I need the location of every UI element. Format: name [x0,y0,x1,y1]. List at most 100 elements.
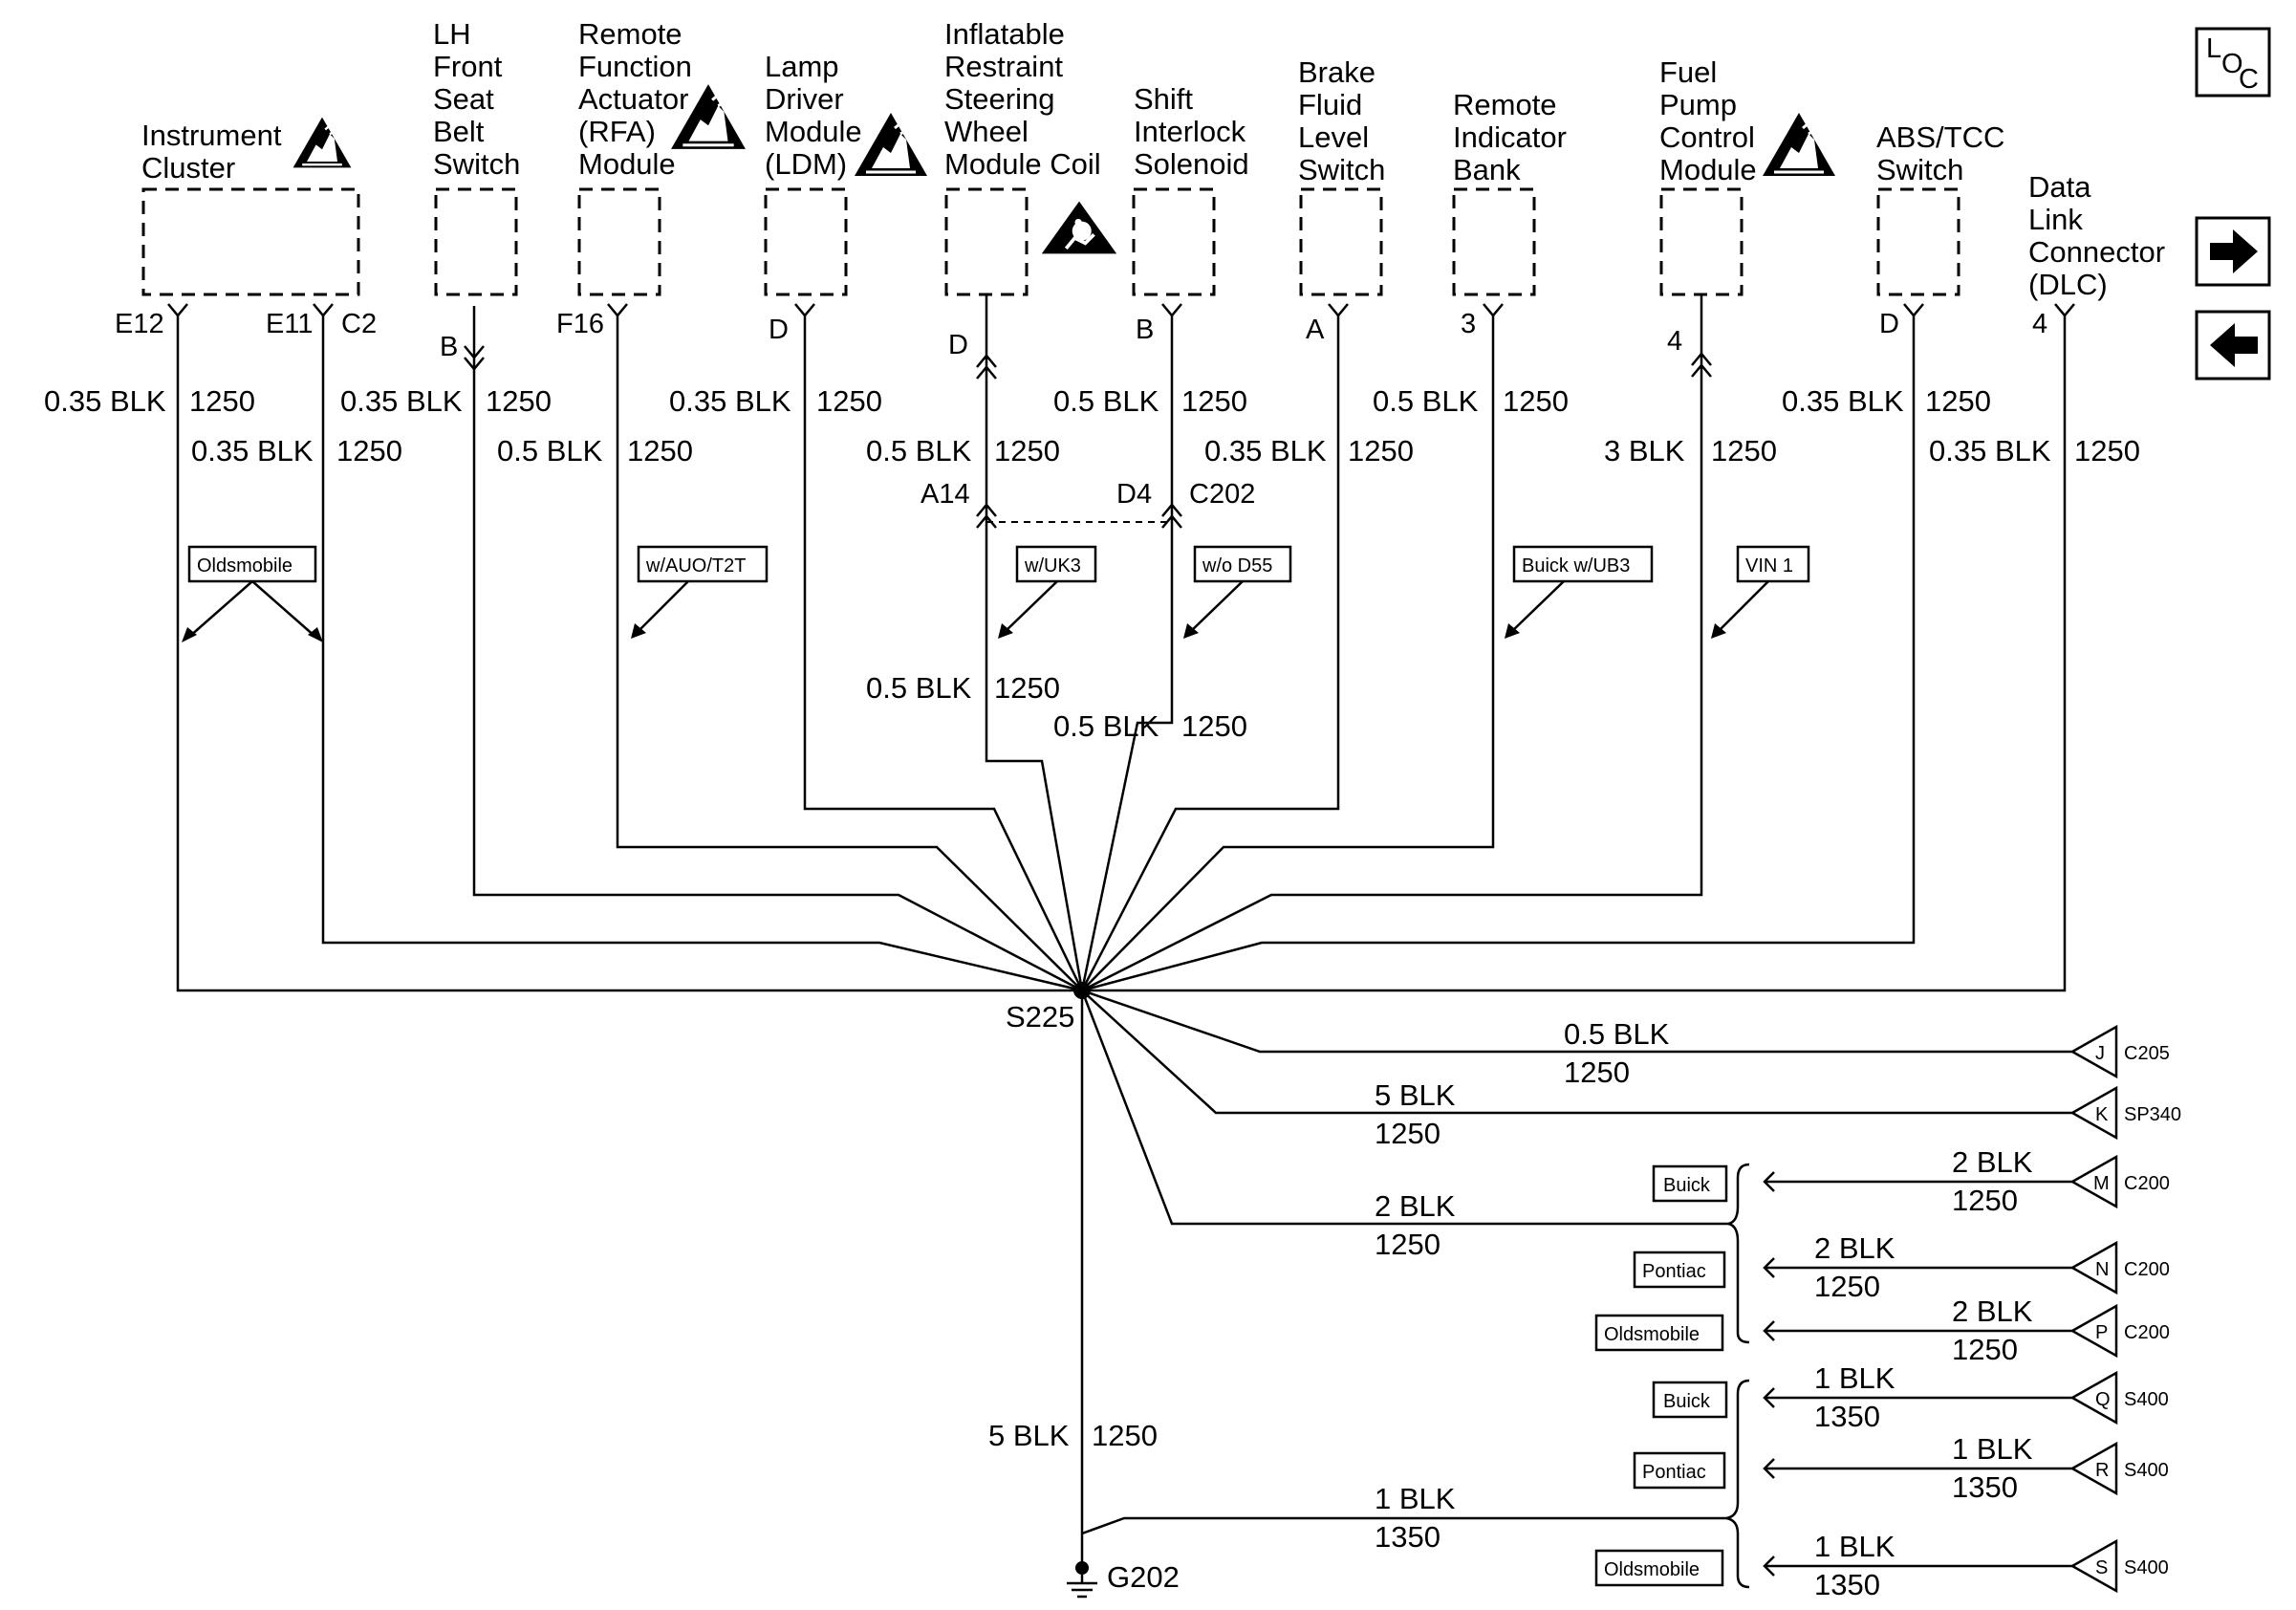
svg-text:1350: 1350 [1375,1520,1440,1554]
splice-dot [1073,982,1091,999]
svg-text:0.5 BLK: 0.5 BLK [1564,1017,1670,1051]
svg-text:5 BLK: 5 BLK [988,1419,1070,1452]
svg-text:D: D [1879,309,1899,339]
option-d55: w/o D55 [1183,545,1292,639]
svg-text:Module: Module [1659,153,1757,186]
connector-s400-s[interactable]: S S400 [2069,1538,2169,1594]
svg-text:Restraint: Restraint [944,50,1063,83]
svg-text:P: P [2095,1322,2108,1343]
svg-text:Control: Control [1659,120,1755,154]
svg-text:C: C [2239,64,2259,95]
svg-text:S400: S400 [2124,1460,2169,1481]
airbag-warning-icon [1040,199,1118,256]
svg-text:D: D [948,330,968,360]
rfa-module-label: Remote Function Actuator (RFA) Module [578,17,692,181]
option-auo: w/AUO/T2T [631,545,769,639]
svg-text:(DLC): (DLC) [2028,268,2108,301]
svg-text:ABS/TCC: ABS/TCC [1876,120,2004,154]
esd-warning-icon [292,116,353,169]
svg-text:2 BLK: 2 BLK [1952,1295,2033,1328]
svg-text:3 BLK: 3 BLK [1604,434,1685,468]
svg-text:1250: 1250 [1952,1184,2018,1217]
svg-text:0.35 BLK: 0.35 BLK [1204,434,1327,468]
svg-text:Data: Data [2028,170,2091,204]
connector-c200-n[interactable]: N C200 [2069,1240,2170,1295]
svg-text:2 BLK: 2 BLK [1952,1145,2033,1179]
svg-text:5 BLK: 5 BLK [1375,1078,1456,1112]
ground-label: G202 [1107,1560,1180,1594]
svg-text:1250: 1250 [1564,1055,1630,1089]
svg-text:Fuel: Fuel [1659,55,1717,89]
svg-text:0.35 BLK: 0.35 BLK [340,384,463,418]
svg-text:SP340: SP340 [2124,1104,2181,1125]
svg-text:Module Coil: Module Coil [944,147,1101,181]
svg-text:1 BLK: 1 BLK [1952,1432,2033,1466]
connector-s400-r[interactable]: R S400 [2069,1441,2169,1496]
svg-text:B: B [1136,315,1154,345]
svg-text:1250: 1250 [2074,434,2140,468]
svg-text:1250: 1250 [1181,384,1247,418]
esd-warning-icon [853,111,929,178]
svg-text:S: S [2095,1557,2108,1578]
svg-text:4: 4 [1667,326,1682,357]
svg-text:0.35 BLK: 0.35 BLK [669,384,791,418]
svg-text:0.35 BLK: 0.35 BLK [191,434,314,468]
svg-text:3: 3 [1461,309,1476,339]
location-button[interactable]: L O C [2195,27,2271,98]
svg-text:Remote: Remote [1453,88,1557,121]
pin-labels: E12 E11 C2 B F16 D D B A 3 4 D 4 A14 D4 … [115,309,2047,510]
steering-wheel-coil-label: Inflatable Restraint Steering Wheel Modu… [944,17,1101,181]
svg-text:Interlock: Interlock [1134,115,1246,148]
svg-text:1250: 1250 [1503,384,1569,418]
svg-text:1250: 1250 [1348,434,1414,468]
wiring [176,294,2072,1589]
connector-c200-p[interactable]: P C200 [2069,1303,2170,1359]
svg-text:1350: 1350 [1952,1470,2018,1504]
svg-text:0.5 BLK: 0.5 BLK [1373,384,1479,418]
svg-text:1250: 1250 [816,384,882,418]
option-buick-c200: Buick [1652,1164,1728,1203]
back-button[interactable] [2195,310,2271,381]
connector-sp340[interactable]: K SP340 [2069,1085,2181,1141]
lamp-driver-module-label: Lamp Driver Module (LDM) [765,50,862,181]
svg-text:R: R [2095,1460,2109,1481]
svg-text:1250: 1250 [1952,1333,2018,1366]
svg-text:Q: Q [2095,1389,2111,1410]
svg-text:1250: 1250 [1711,434,1777,468]
svg-text:D: D [769,315,789,345]
svg-text:2 BLK: 2 BLK [1814,1231,1895,1265]
shift-interlock-solenoid-label: Shift Interlock Solenoid [1134,82,1249,181]
connector-c200-m[interactable]: M C200 [2069,1154,2170,1209]
svg-text:D4: D4 [1116,479,1152,510]
connector-c205[interactable]: J C205 [2069,1024,2170,1079]
svg-text:Brake: Brake [1298,55,1375,89]
abs-tcc-switch-label: ABS/TCC Switch [1876,120,2004,186]
option-oldsmobile-s400: Oldsmobile [1594,1549,1724,1587]
svg-text:(LDM): (LDM) [765,147,847,181]
svg-text:C202: C202 [1189,479,1255,510]
option-oldsmobile-c200: Oldsmobile [1594,1314,1724,1352]
svg-text:Seat: Seat [433,82,494,116]
svg-text:C205: C205 [2124,1043,2170,1064]
svg-text:F16: F16 [556,309,604,339]
svg-text:1350: 1350 [1814,1568,1880,1601]
svg-text:1250: 1250 [1092,1419,1158,1452]
svg-text:1250: 1250 [336,434,402,468]
svg-text:1250: 1250 [1925,384,1991,418]
svg-text:(RFA): (RFA) [578,115,656,148]
svg-text:1350: 1350 [1814,1400,1880,1433]
data-link-connector-label: Data Link Connector (DLC) [2028,170,2165,301]
svg-text:Level: Level [1298,120,1369,154]
svg-text:Inflatable: Inflatable [944,17,1065,51]
instrument-cluster-label: Instrument Cluster [141,119,282,185]
connector-s400-q[interactable]: Q S400 [2069,1370,2169,1425]
splice-label: S225 [1006,1000,1074,1033]
option-pontiac-s400: Pontiac [1633,1451,1726,1490]
ground-symbol-icon [1067,1561,1097,1599]
svg-text:Switch: Switch [433,147,520,181]
svg-text:1 BLK: 1 BLK [1814,1530,1895,1563]
forward-button[interactable] [2195,216,2271,287]
svg-text:Oldsmobile: Oldsmobile [1604,1559,1700,1580]
svg-text:0.35 BLK: 0.35 BLK [44,384,166,418]
svg-text:1250: 1250 [486,384,552,418]
